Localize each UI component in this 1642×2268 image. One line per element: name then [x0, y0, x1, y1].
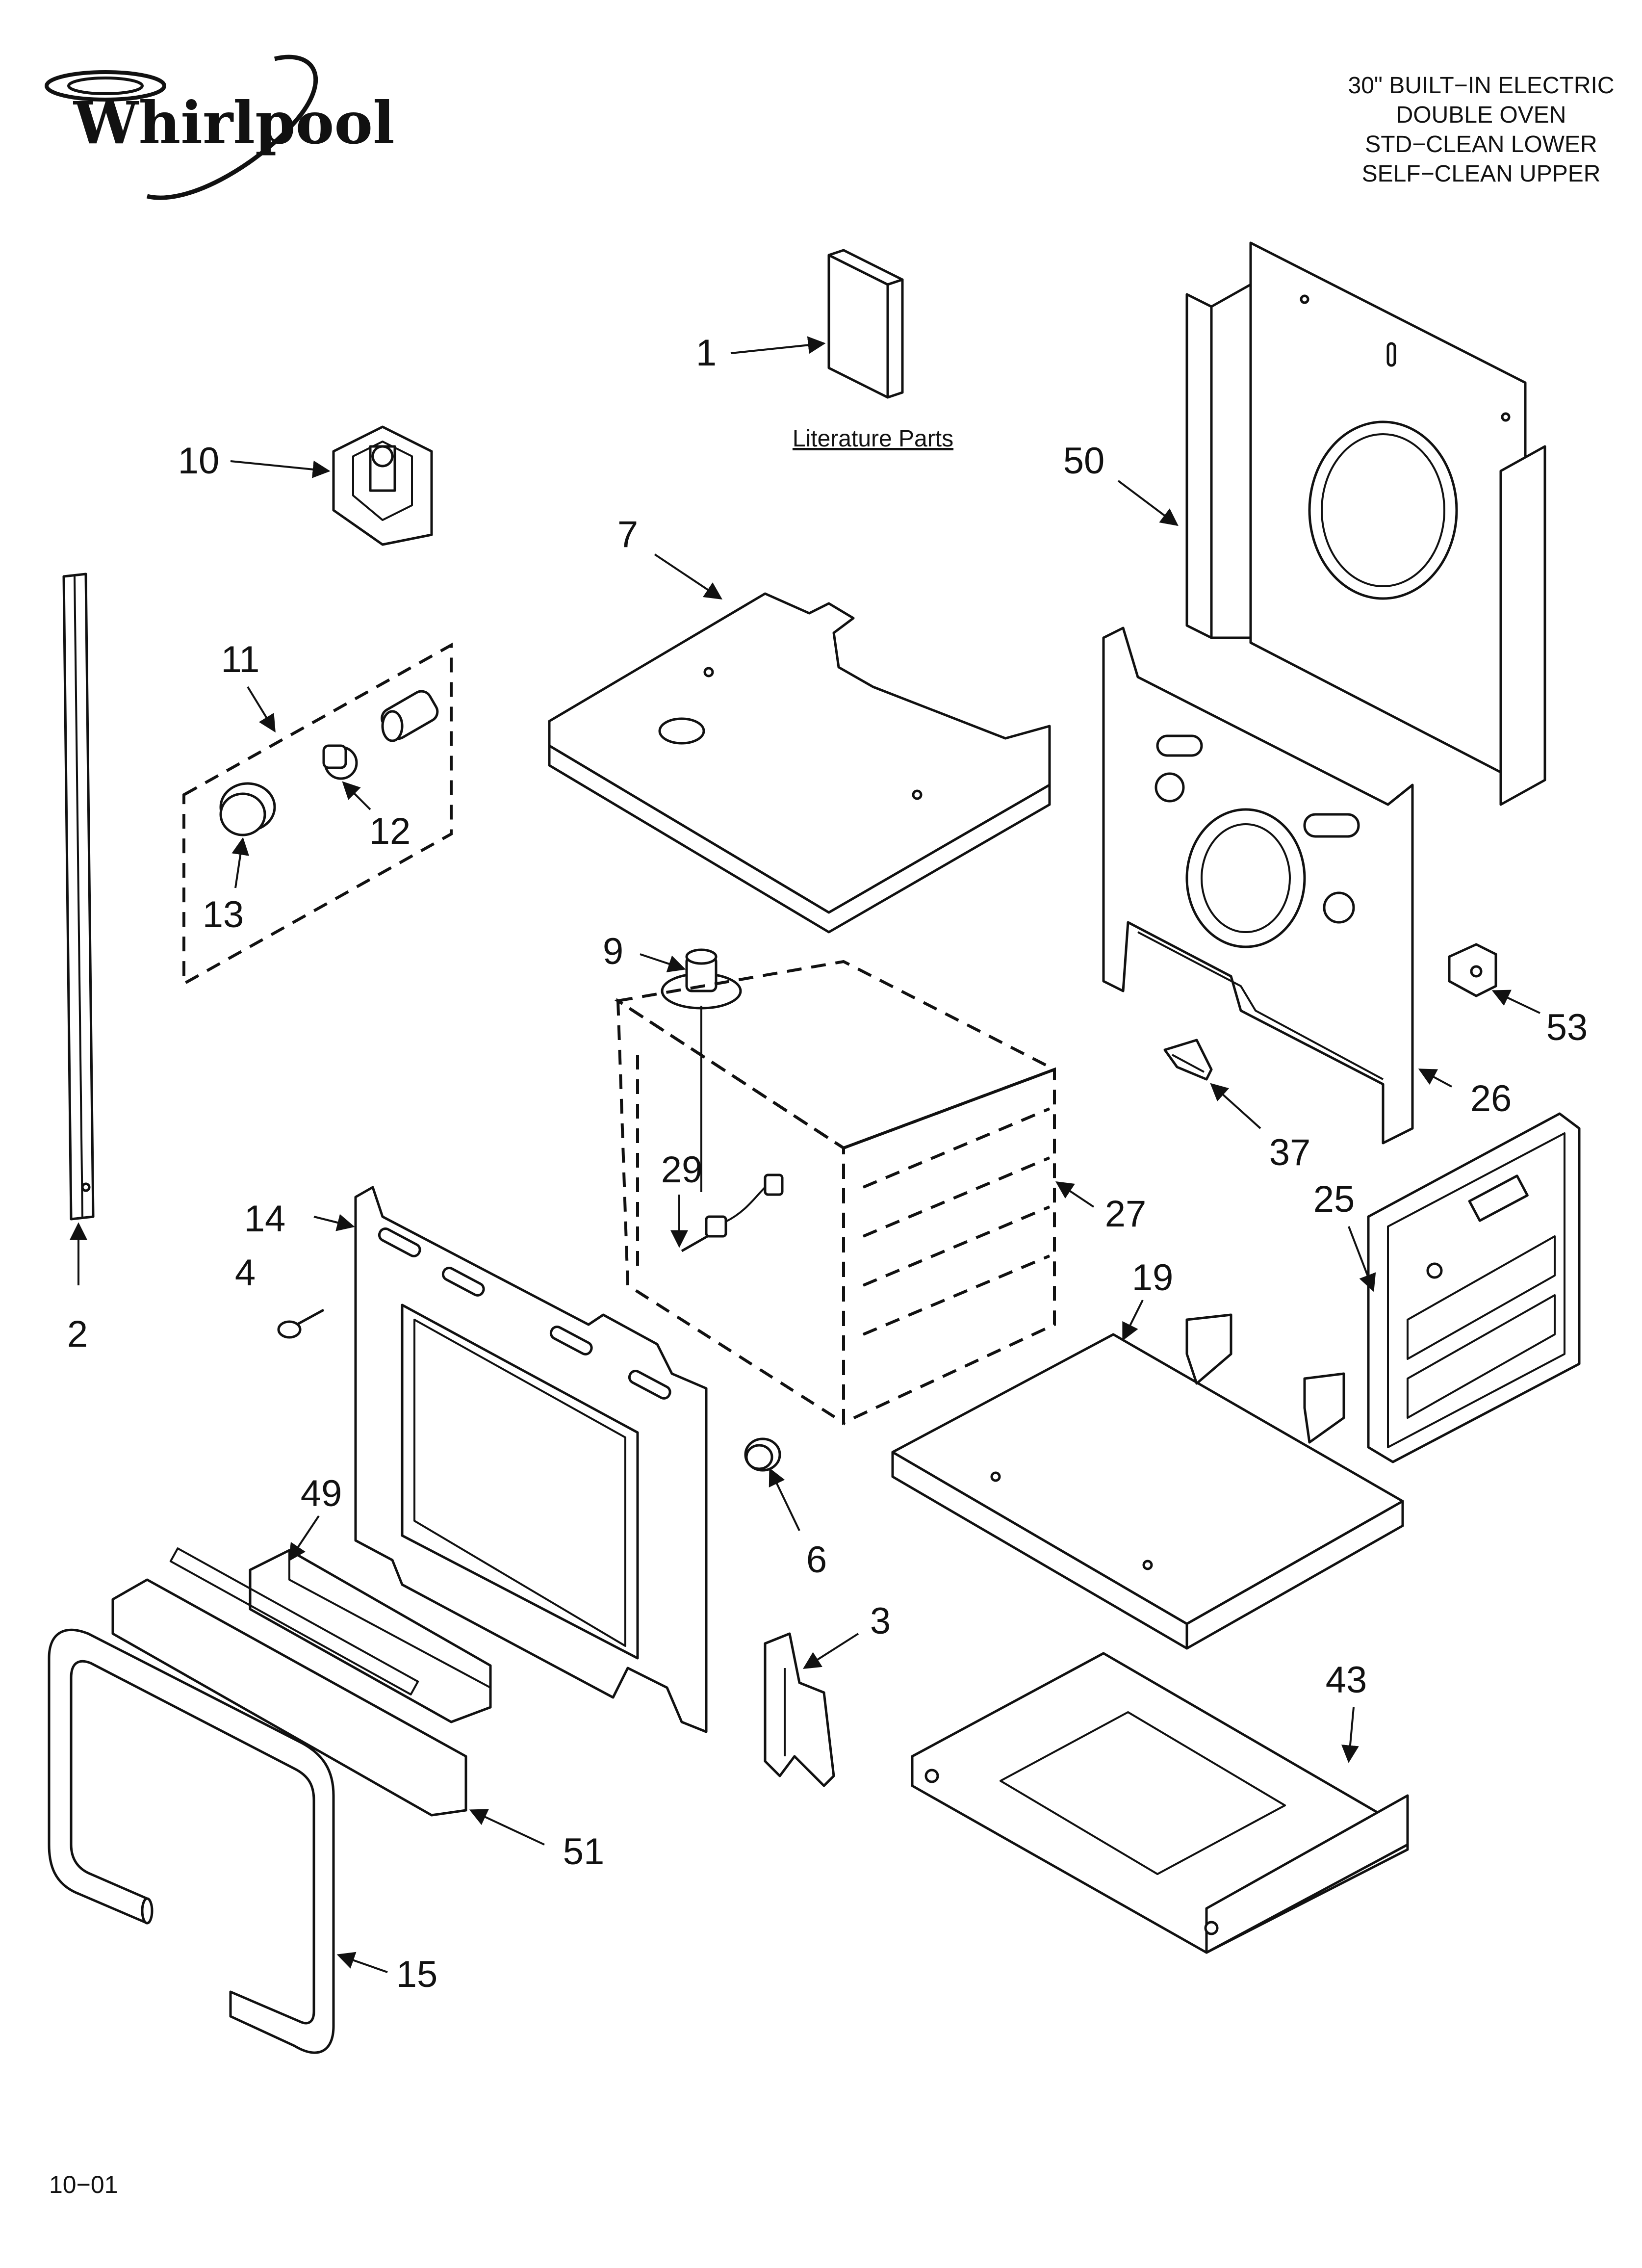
part-12-bulb: [322, 744, 358, 780]
part-15-door-gasket: [48, 1628, 335, 2054]
callout-19: 19: [1132, 1257, 1174, 1299]
part-9-thermostat: [661, 948, 742, 1192]
callout-49: 49: [301, 1473, 342, 1514]
light-kit-group: [182, 642, 453, 987]
callout-1: 1: [696, 332, 717, 374]
callout-51: 51: [563, 1831, 605, 1873]
part-53-clip: [1448, 943, 1497, 997]
callout-13: 13: [203, 894, 244, 936]
callout-4: 4: [235, 1252, 256, 1294]
part-6-plug: [744, 1437, 781, 1472]
part-26-oven-back: [1102, 626, 1414, 1145]
header-line-4: SELF−CLEAN UPPER: [1362, 161, 1601, 187]
part-13-lens: [219, 782, 276, 836]
callout-26: 26: [1470, 1078, 1512, 1120]
callout-9: 9: [603, 931, 623, 972]
callout-numbers: 1 10 50 7 11 12 13 9 53 26 37 25 29 27 1…: [67, 332, 1588, 1995]
header-line-1: 30" BUILT−IN ELECTRIC: [1348, 73, 1615, 99]
callout-37: 37: [1269, 1132, 1311, 1173]
part-43-bottom-pan: [911, 1652, 1409, 1954]
part-1-literature: [827, 249, 904, 399]
callout-14: 14: [244, 1198, 286, 1240]
part-11-socket: [381, 690, 439, 742]
part-14-front-frame: [354, 1186, 708, 1733]
part-10-switch-bracket: [332, 425, 433, 546]
callout-10: 10: [178, 440, 220, 482]
callout-11: 11: [221, 639, 260, 680]
part-4-screw: [277, 1308, 325, 1339]
callout-25: 25: [1313, 1178, 1355, 1220]
callout-27: 27: [1105, 1193, 1147, 1235]
callout-12: 12: [369, 810, 411, 852]
callout-7: 7: [617, 514, 638, 555]
literature-parts-label: Literature Parts: [793, 426, 953, 452]
part-27-oven-cavity: [614, 960, 1058, 1426]
leader-lines: [70, 336, 1540, 1973]
callout-50: 50: [1063, 440, 1105, 482]
callout-15: 15: [396, 1954, 438, 1995]
part-25-side-panel: [1367, 1112, 1581, 1463]
part-50-rear-panel: [1185, 241, 1546, 806]
part-7-top-panel: [548, 592, 1051, 934]
logo-wordmark: Whirlpool: [73, 89, 395, 157]
header-line-2: DOUBLE OVEN: [1396, 102, 1566, 128]
callout-2: 2: [67, 1313, 88, 1355]
callout-29: 29: [661, 1149, 703, 1191]
callout-43: 43: [1326, 1659, 1367, 1701]
model-description: 30" BUILT−IN ELECTRIC DOUBLE OVEN STD−CL…: [1348, 73, 1615, 187]
callout-53: 53: [1546, 1007, 1588, 1048]
date-code: 10−01: [49, 2171, 118, 2198]
header-line-3: STD−CLEAN LOWER: [1365, 131, 1597, 157]
callout-6: 6: [806, 1539, 827, 1581]
whirlpool-logo: Whirlpool: [45, 54, 395, 200]
part-51-vent-grille: [111, 1547, 467, 1817]
part-19-divider-panel: [891, 1313, 1404, 1650]
callout-3: 3: [870, 1600, 891, 1642]
part-3-hinge-bracket: [764, 1632, 835, 1787]
part-37-sensor: [1163, 1039, 1213, 1081]
part-2-side-trim: [62, 573, 95, 1221]
